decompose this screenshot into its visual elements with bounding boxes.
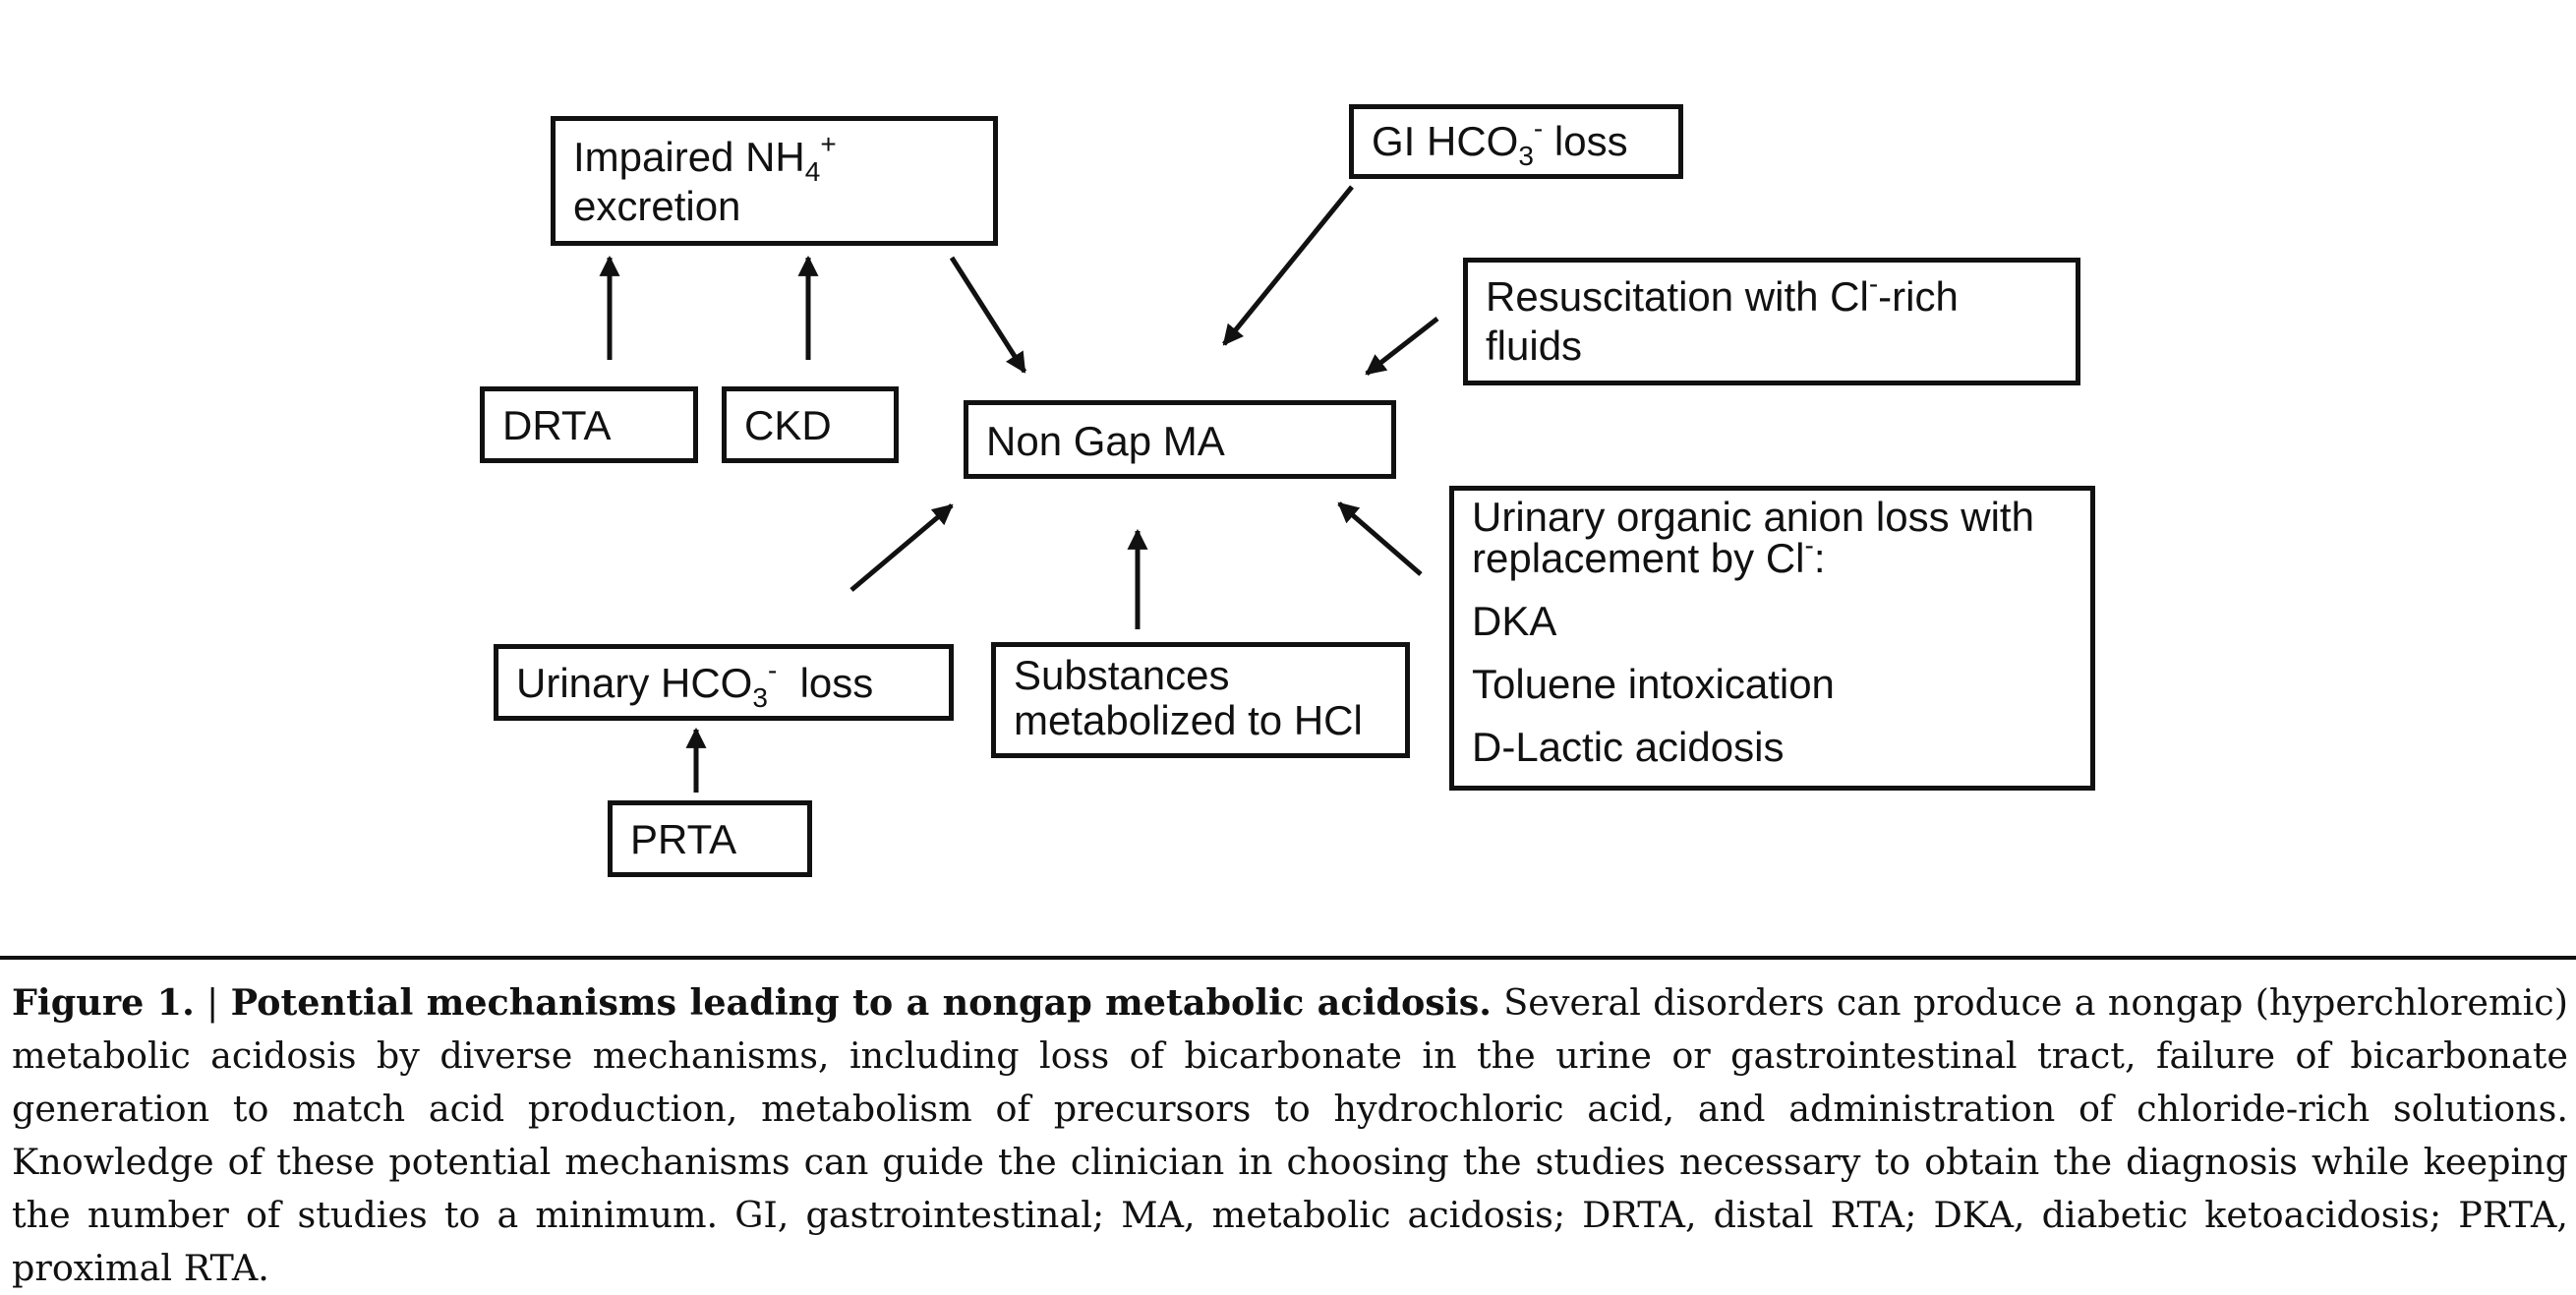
figure-caption: Figure 1. | Potential mechanisms leading… xyxy=(12,976,2568,1295)
gi-loss-suffix: loss xyxy=(1543,118,1628,164)
ckd-box: CKD xyxy=(722,386,899,463)
urinary-hco3-label: Urinary HCO xyxy=(516,660,753,706)
arrow-gi-to-nongap xyxy=(1222,185,1354,346)
caption-body: Several disorders can produce a nongap (… xyxy=(12,981,2568,1289)
excretion-label: excretion xyxy=(573,183,741,229)
non-gap-ma-box: Non Gap MA xyxy=(964,400,1396,479)
drta-box: DRTA xyxy=(480,386,698,463)
hco3-superscript-2: - xyxy=(767,655,778,685)
fluids-label: fluids xyxy=(1486,323,1583,369)
rich-suffix: -rich xyxy=(1878,273,1959,320)
list-item: D-Lactic acidosis xyxy=(1472,724,1785,770)
non-gap-ma-label: Non Gap MA xyxy=(986,418,1225,464)
cl-superscript: - xyxy=(1868,268,1879,299)
replacement-label: replacement by Cl xyxy=(1472,535,1805,581)
urinary-organic-label: Urinary organic anion loss with xyxy=(1472,494,2034,540)
metabolized-label: metabolized to HCl xyxy=(1014,697,1363,743)
hco3-subscript: 3 xyxy=(1518,141,1534,171)
hco3-subscript-2: 3 xyxy=(752,682,768,713)
caption-title: Potential mechanisms leading to a nongap… xyxy=(230,981,1492,1024)
nh4-superscript: + xyxy=(820,129,837,159)
drta-label: DRTA xyxy=(502,402,612,448)
impaired-label: Impaired NH xyxy=(573,134,805,180)
prta-label: PRTA xyxy=(630,816,737,862)
arrow-impaired-to-nongap xyxy=(949,256,1027,374)
arrow-resuscitation-to-nongap xyxy=(1365,317,1439,376)
caption-separator: | xyxy=(194,981,231,1024)
nongap-acidosis-diagram: Impaired NH4+ excretion GI HCO3- loss Re… xyxy=(480,104,2095,877)
cl-superscript-2: - xyxy=(1804,530,1814,560)
arrow-urinary-hco3-to-nongap xyxy=(849,503,954,592)
caption-divider xyxy=(0,956,2576,960)
arrows-layer xyxy=(599,185,1439,793)
prta-box: PRTA xyxy=(608,800,812,877)
resuscitation-label: Resuscitation with Cl xyxy=(1486,273,1869,320)
impaired-nh4-excretion-box: Impaired NH4+ excretion xyxy=(551,116,998,246)
substances-box: Substances metabolized to HCl xyxy=(991,642,1410,758)
urinary-hco3-loss-box: Urinary HCO3- loss xyxy=(494,644,954,721)
caption-label: Figure 1. xyxy=(12,981,195,1024)
colon-suffix: : xyxy=(1813,535,1826,581)
urinary-loss-suffix: loss xyxy=(777,660,874,706)
ckd-label: CKD xyxy=(744,402,832,448)
list-item: DKA xyxy=(1472,598,1557,644)
list-item: Toluene intoxication xyxy=(1472,661,1835,707)
urinary-organic-anion-box: Urinary organic anion loss with replacem… xyxy=(1449,486,2095,791)
arrow-urinary-organic-to-nongap xyxy=(1337,501,1423,576)
gi-hco3-loss-box: GI HCO3- loss xyxy=(1349,104,1683,179)
gi-label: GI HCO xyxy=(1372,118,1519,164)
substances-label: Substances xyxy=(1014,652,1230,698)
resuscitation-box: Resuscitation with Cl--rich fluids xyxy=(1463,258,2080,385)
hco3-superscript: - xyxy=(1533,113,1544,144)
nh4-subscript: 4 xyxy=(804,156,821,187)
